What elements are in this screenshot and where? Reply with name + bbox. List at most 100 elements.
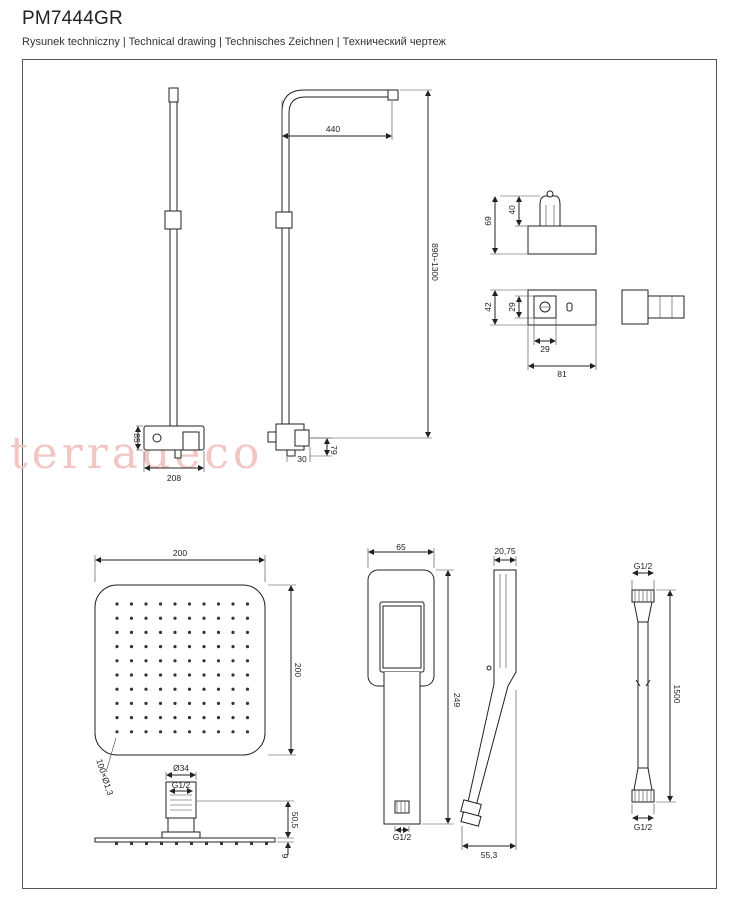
nozzle-dot xyxy=(173,659,177,663)
jet-nub xyxy=(160,842,163,845)
nozzle-dot xyxy=(173,701,177,706)
bracket-depth-label: 40 xyxy=(507,205,517,215)
nozzle-dot xyxy=(216,645,221,649)
nozzle-dot xyxy=(144,659,148,663)
nozzle-dot xyxy=(158,602,163,606)
nozzle-dot xyxy=(216,659,221,663)
nozzle-dot xyxy=(129,687,134,691)
nozzle-dot xyxy=(231,673,235,677)
nozzle-dot xyxy=(216,630,221,635)
nozzle-dot xyxy=(129,716,134,720)
nozzle-dot xyxy=(231,687,235,691)
head-shower-side-view: Ø34 G1/2 50,5 9 xyxy=(94,763,300,859)
hose-thread-top-label: G1/2 xyxy=(634,561,653,571)
nozzle-dot xyxy=(216,716,221,720)
nozzle-grid xyxy=(115,602,250,734)
nozzle-dot xyxy=(173,716,177,720)
head-shower-top-view: 200 200 100×Ø1,3 xyxy=(94,548,303,797)
jet-nub xyxy=(250,842,253,845)
nozzle-dot xyxy=(202,673,206,677)
nozzle-dot xyxy=(144,616,148,620)
nozzle-dot xyxy=(216,673,221,677)
nozzle-dot xyxy=(173,602,177,606)
jet-nub xyxy=(190,842,193,845)
holder-side-view xyxy=(621,289,685,325)
nozzle-count-label: 100×Ø1,3 xyxy=(94,758,115,797)
nozzle-dot xyxy=(216,687,221,691)
nozzle-dot xyxy=(187,701,192,706)
nozzle-dot xyxy=(129,730,134,734)
handshower-width-label: 65 xyxy=(396,542,406,552)
nozzle-dot xyxy=(115,616,119,620)
holder-inner-width-label: 29 xyxy=(540,344,550,354)
nozzle-dot xyxy=(187,673,192,677)
handshower-depth-label: 20,75 xyxy=(494,546,516,556)
mixer-offset-label: 79 xyxy=(329,445,339,455)
nozzle-dot xyxy=(158,687,163,691)
shower-column-side-view: 440 890÷1300 30 79 xyxy=(267,89,440,464)
head-thickness-label: 9 xyxy=(280,854,290,859)
nozzle-dot xyxy=(158,730,163,734)
nozzle-dot xyxy=(187,730,192,734)
nozzle-dot xyxy=(158,659,163,663)
nozzle-dot xyxy=(144,602,148,606)
jet-nub xyxy=(265,842,268,845)
nozzle-dot xyxy=(216,616,221,620)
head-width-label: 200 xyxy=(173,548,187,558)
jet-nub xyxy=(115,842,118,845)
holder-inner-height-label: 29 xyxy=(507,302,517,312)
hand-shower-side-view: 20,75 55,3 xyxy=(460,546,517,860)
nozzle-dot xyxy=(144,730,148,734)
jet-nub xyxy=(130,842,133,845)
mixer-depth-label: 30 xyxy=(297,454,307,464)
nozzle-dot xyxy=(144,673,148,677)
nozzle-dot xyxy=(245,730,250,734)
nozzle-dot xyxy=(231,701,235,706)
nozzle-dot xyxy=(231,630,235,635)
nozzle-dot xyxy=(245,659,250,663)
nozzle-dot xyxy=(158,701,163,706)
nozzle-dot xyxy=(173,673,177,677)
wall-bracket-side-view: 69 40 xyxy=(483,190,597,255)
mixer-width-label: 208 xyxy=(167,473,181,483)
nozzle-dot xyxy=(216,730,221,734)
product-code: PM7444GR xyxy=(22,8,123,29)
nozzle-dot xyxy=(187,659,192,663)
handshower-length-label: 249 xyxy=(452,693,462,707)
nozzle-dot xyxy=(144,716,148,720)
nozzle-dot xyxy=(202,716,206,720)
nozzle-dot xyxy=(231,602,235,606)
nozzle-dot xyxy=(216,701,221,706)
nozzle-dot xyxy=(187,716,192,720)
nozzle-dot xyxy=(158,630,163,635)
handshower-angle-width-label: 55,3 xyxy=(481,850,498,860)
nozzle-dot xyxy=(144,701,148,706)
hand-shower-front-view: 65 249 G1/2 xyxy=(367,542,462,842)
nozzle-dot xyxy=(158,645,163,649)
nozzle-dot xyxy=(231,730,235,734)
nozzle-dot xyxy=(187,630,192,635)
nozzle-dot xyxy=(202,616,206,620)
nozzle-dot xyxy=(173,616,177,620)
shower-hose: G1/2 1500 G1/2 xyxy=(631,561,682,832)
nozzle-dot xyxy=(115,701,119,706)
drawing-subtitle: Rysunek techniczny | Technical drawing |… xyxy=(22,36,446,48)
nozzle-dot xyxy=(129,701,134,706)
nozzle-dot xyxy=(202,701,206,706)
nozzle-dot xyxy=(231,716,235,720)
nozzle-dot xyxy=(115,645,119,649)
nozzle-dot xyxy=(173,630,177,635)
nozzle-dot xyxy=(245,716,250,720)
holder-height-label: 42 xyxy=(483,302,493,312)
nozzle-dot xyxy=(245,630,250,635)
nozzle-dot xyxy=(202,630,206,635)
jet-nub xyxy=(205,842,208,845)
hose-length-label: 1500 xyxy=(672,685,682,704)
head-height-label: 200 xyxy=(293,663,303,677)
nozzle-dot xyxy=(202,659,206,663)
watermark-text: terradeco xyxy=(10,428,263,479)
connector-height-label: 50,5 xyxy=(290,812,300,829)
nozzle-dot xyxy=(202,645,206,649)
wall-bracket-front-view: 42 29 29 81 xyxy=(483,289,597,379)
